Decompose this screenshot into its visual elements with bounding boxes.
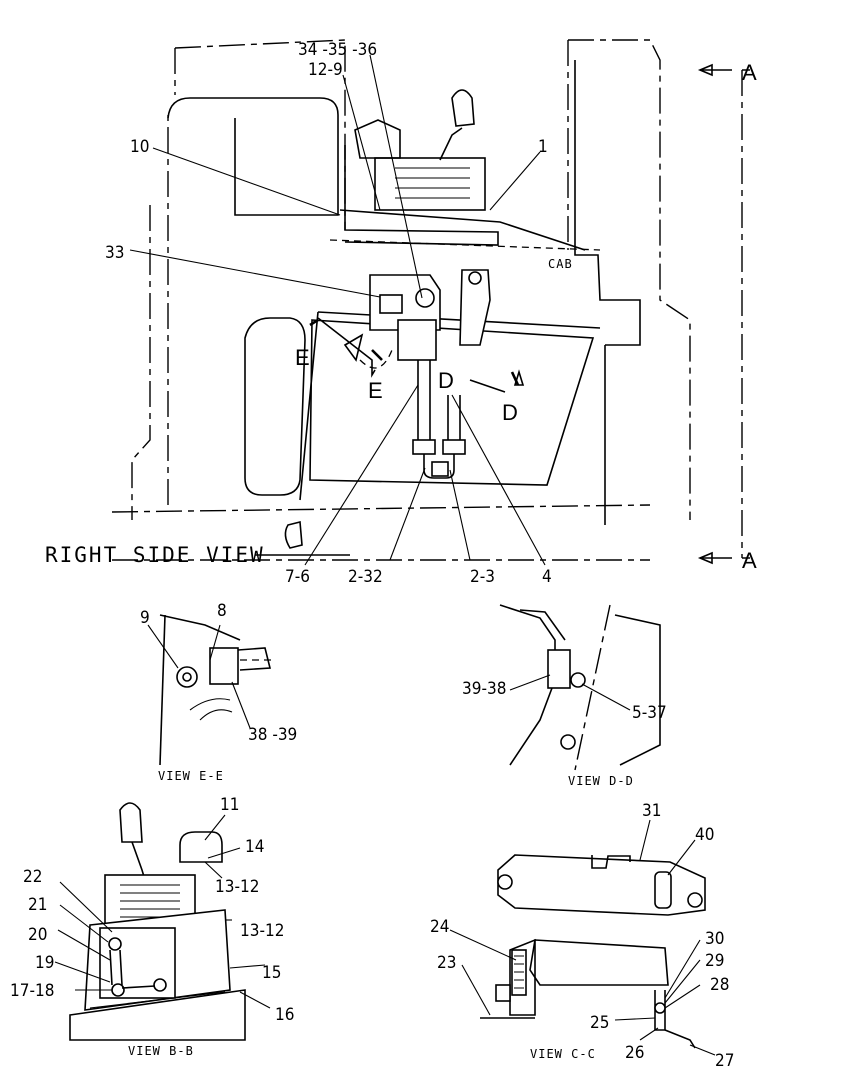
callout-4: 4	[542, 567, 552, 587]
cc-callout-40: 40	[695, 825, 714, 845]
section-e-left: E	[295, 345, 310, 370]
dd-callout-39-38: 39-38	[462, 679, 506, 699]
cc-callout-27: 27	[715, 1051, 734, 1071]
bb-callout-22: 22	[23, 867, 42, 887]
ee-callout-38-39: 38 -39	[248, 725, 297, 745]
cc-callout-26: 26	[625, 1043, 644, 1063]
callout-2-32: 2-32	[348, 567, 383, 587]
bb-callout-15: 15	[262, 963, 281, 983]
bb-callout-11: 11	[220, 795, 239, 815]
bb-callout-13-12-a: 13-12	[215, 877, 259, 897]
view-cc-title: VIEW C-C	[530, 1047, 596, 1061]
section-e-right: E	[368, 378, 383, 403]
dd-callout-5-37: 5-37	[632, 703, 667, 723]
view-ee: 9 8 38 -39 VIEW E-E	[140, 601, 297, 783]
bb-callout-20: 20	[28, 925, 47, 945]
callout-33: 33	[105, 243, 124, 263]
callout-34-35-36: 34 -35 -36	[298, 40, 377, 60]
view-bb: 11 14 13-12 13-12 22 21 20 19 17-18 15 1…	[10, 795, 294, 1058]
right-side-view: RIGHT SIDE VIEW CAB A A E E D D 34 -35 -…	[45, 39, 757, 587]
cc-callout-24: 24	[430, 917, 449, 937]
view-dd-title: VIEW D-D	[568, 774, 634, 788]
view-bb-title: VIEW B-B	[128, 1044, 194, 1058]
bb-callout-16: 16	[275, 1005, 294, 1025]
section-d-right: D	[502, 400, 518, 425]
bb-callout-13-12-b: 13-12	[240, 921, 284, 941]
main-view-title: RIGHT SIDE VIEW	[45, 543, 265, 567]
cc-callout-23: 23	[437, 953, 456, 973]
callout-12-9: 12-9	[308, 60, 343, 80]
cc-callout-28: 28	[710, 975, 729, 995]
bb-callout-19: 19	[35, 953, 54, 973]
ee-callout-9: 9	[140, 608, 150, 628]
callout-7-6: 7-6	[285, 567, 310, 587]
bb-callout-17-18: 17-18	[10, 981, 54, 1001]
callout-1: 1	[538, 137, 548, 157]
view-ee-title: VIEW E-E	[158, 769, 224, 783]
section-a-bottom: A	[742, 548, 757, 573]
cab-label: CAB	[548, 257, 573, 271]
cc-callout-30: 30	[705, 929, 724, 949]
bb-callout-21: 21	[28, 895, 47, 915]
view-cc: 31 40 24 23 30 29 28 25 26 27 VIEW C-C	[430, 801, 734, 1071]
section-d-left: D	[438, 368, 454, 393]
cc-callout-25: 25	[590, 1013, 609, 1033]
callout-2-3: 2-3	[470, 567, 495, 587]
section-a-top: A	[742, 60, 757, 85]
view-dd: 39-38 5-37 VIEW D-D	[462, 604, 667, 788]
bb-callout-14: 14	[245, 837, 264, 857]
cc-callout-31: 31	[642, 801, 661, 821]
ee-callout-8: 8	[217, 601, 227, 621]
cc-callout-29: 29	[705, 951, 724, 971]
callout-10: 10	[130, 137, 149, 157]
